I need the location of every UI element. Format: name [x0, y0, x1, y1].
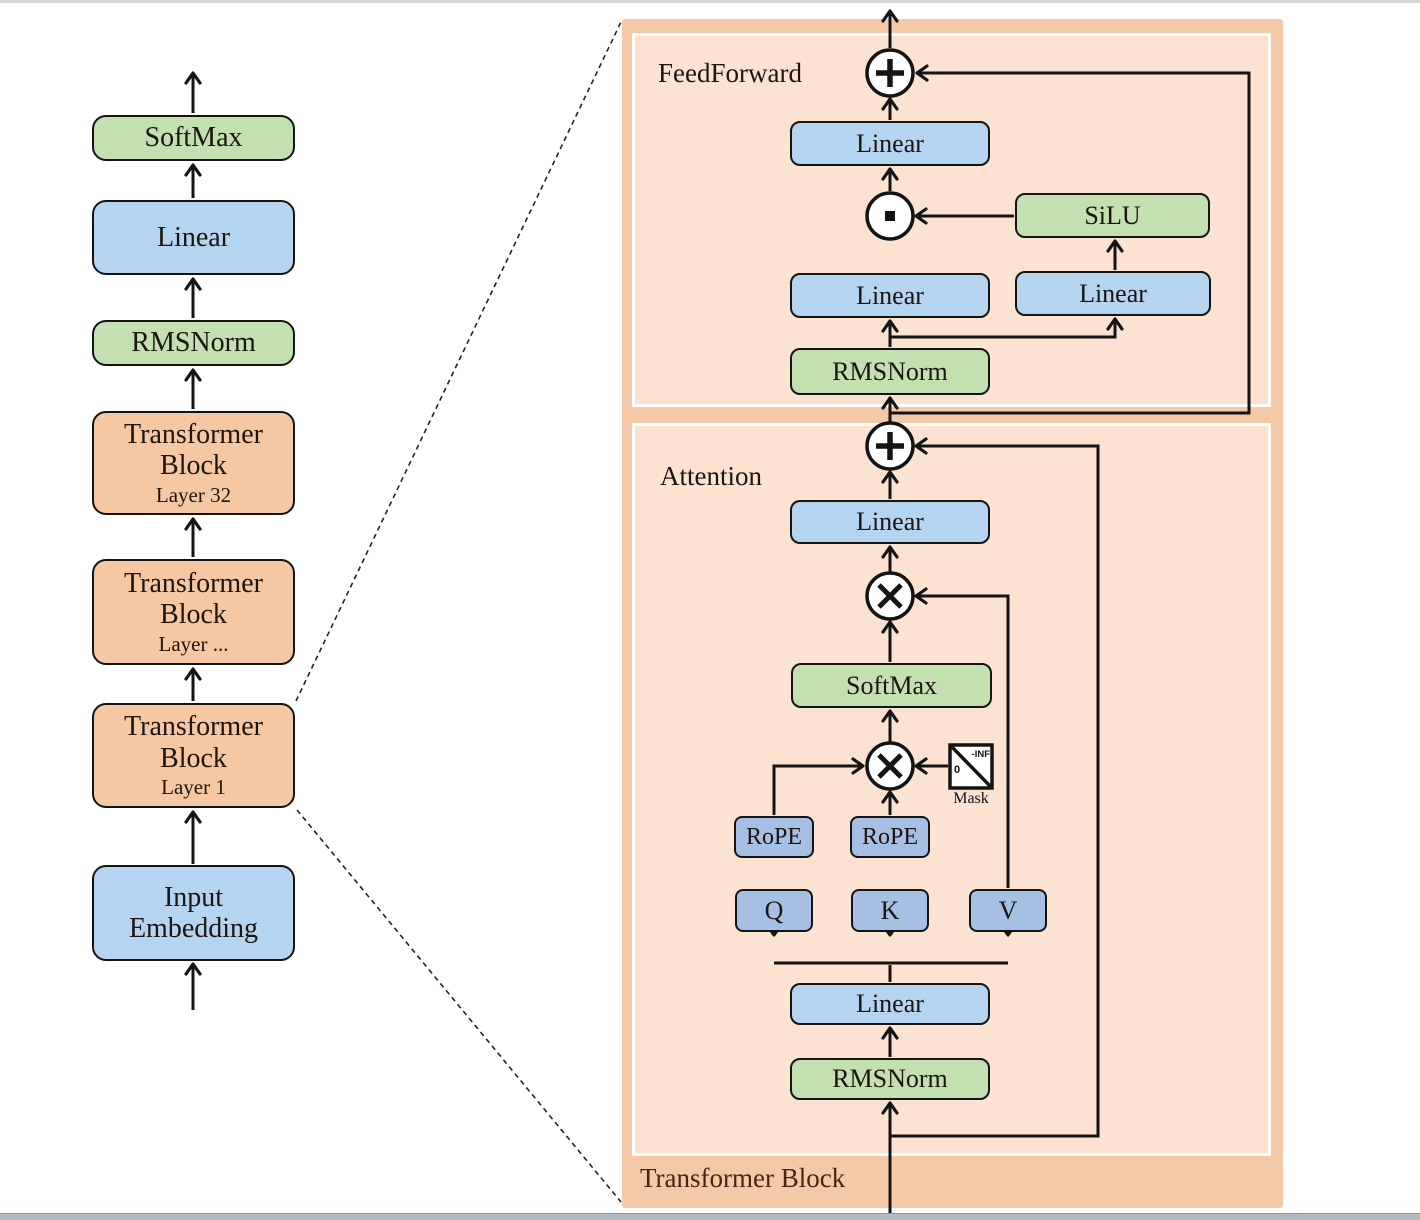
feedforward-wires — [881, 9, 1251, 422]
key-block: K — [851, 889, 929, 932]
matmul-node-top-icon — [865, 571, 915, 621]
attention-add-node-icon — [865, 421, 915, 471]
attention-output-linear-block: Linear — [790, 500, 990, 544]
ff-output-linear-block: Linear — [790, 121, 990, 166]
mask-zero-label: 0 — [954, 764, 961, 776]
transformer-block-layer-1: Transformer Block Layer 1 — [92, 703, 295, 808]
transformer-block-layer-32: Transformer Block Layer 32 — [92, 411, 295, 515]
causal-mask-icon — [948, 743, 994, 790]
ff-gate-linear-block: Linear — [790, 273, 990, 318]
ff-rmsnorm-block: RMSNorm — [790, 348, 990, 395]
value-block: V — [969, 889, 1047, 932]
rmsnorm-block: RMSNorm — [92, 320, 295, 366]
dashed-zoom-line-top — [295, 21, 622, 702]
attention-rmsnorm-block: RMSNorm — [790, 1058, 990, 1100]
feedforward-panel-label: FeedForward — [658, 58, 802, 88]
dashed-zoom-line-bottom — [296, 809, 622, 1203]
query-block: Q — [735, 889, 813, 932]
input-embedding-block: Input Embedding — [92, 865, 295, 961]
mask-neg-inf-label: -INF — [971, 749, 990, 760]
softmax-block: SoftMax — [92, 115, 295, 161]
attention-panel-label: Attention — [660, 461, 762, 491]
hadamard-product-node-icon — [865, 191, 915, 241]
attention-softmax-block: SoftMax — [791, 663, 992, 708]
transformer-block-layer-dots: Transformer Block Layer ... — [92, 559, 295, 665]
transformer-block-panel-label: Transformer Block — [640, 1163, 846, 1193]
linear-block: Linear — [92, 200, 295, 275]
feedforward-residual-line — [890, 64, 1251, 415]
attention-residual-line — [890, 437, 1100, 1138]
qkv-projection-linear-block: Linear — [790, 983, 990, 1025]
feedforward-add-node-icon — [865, 48, 915, 98]
mask-label: Mask — [953, 790, 989, 807]
rope-k-block: RoPE — [850, 816, 930, 858]
matmul-node-bottom-icon — [865, 741, 915, 791]
ff-up-linear-block: Linear — [1015, 271, 1211, 316]
rope-q-block: RoPE — [734, 816, 814, 858]
silu-block: SiLU — [1015, 193, 1210, 238]
value-path-line — [914, 587, 1010, 888]
